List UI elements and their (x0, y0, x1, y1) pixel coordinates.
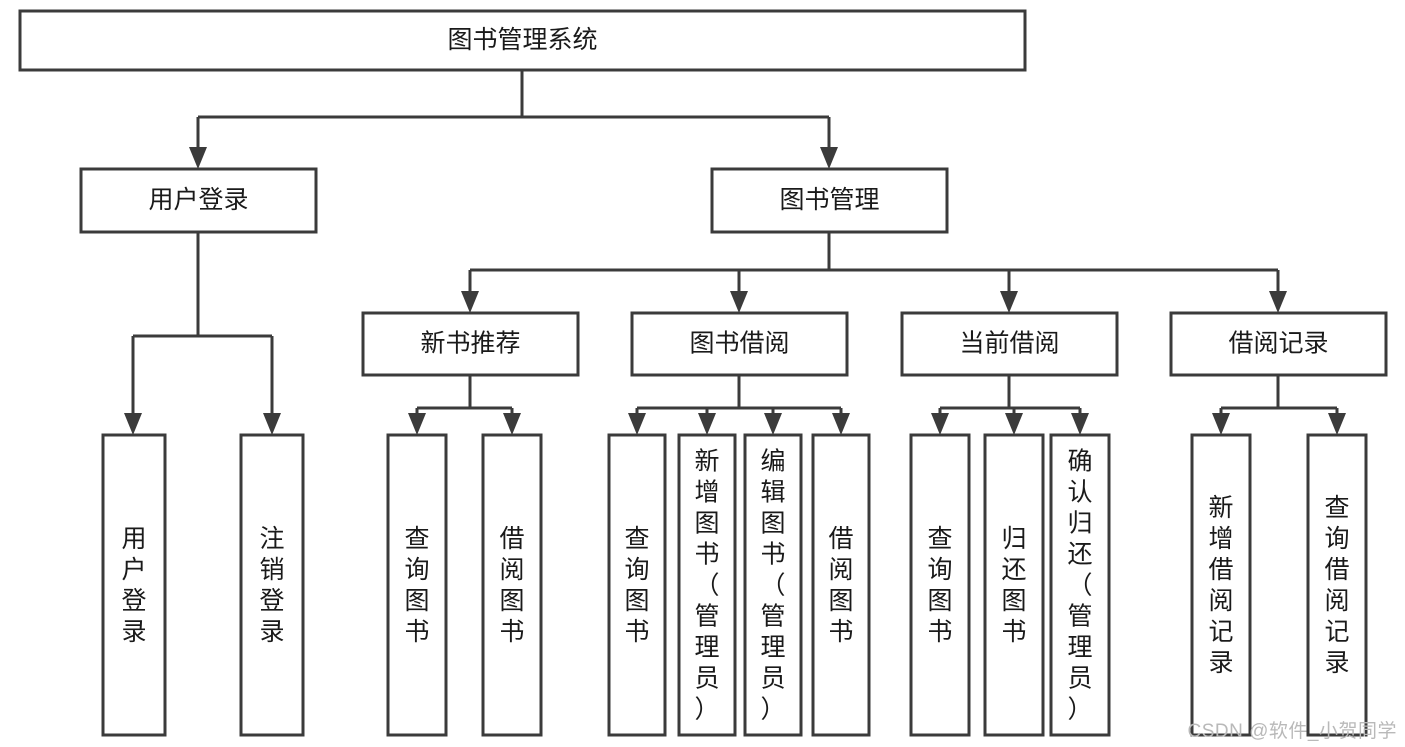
arrow-head-icon (832, 413, 850, 435)
node-label: 新增借阅记录 (1208, 494, 1233, 677)
arrow-head-icon (820, 147, 838, 169)
arrow-head-icon (1000, 291, 1018, 313)
arrow-head-icon (263, 413, 281, 435)
arrow-head-icon (124, 413, 142, 435)
arrow-head-icon (698, 413, 716, 435)
arrow-head-icon (189, 147, 207, 169)
node-leaf-borrow-book-recommend[interactable]: 借阅图书 (481, 433, 543, 737)
node-label: 新增图书（管理员） (694, 448, 719, 724)
node-box[interactable] (607, 433, 667, 737)
node-label: 查询图书 (404, 525, 429, 646)
connectors-layer (124, 70, 1346, 435)
node-label: 确认归还（管理员） (1067, 448, 1092, 724)
node-label: 当前借阅 (959, 330, 1059, 358)
arrow-head-icon (1328, 413, 1346, 435)
node-label: 借阅图书 (499, 525, 524, 646)
node-box[interactable] (1306, 433, 1368, 737)
node-box[interactable] (1049, 433, 1111, 737)
node-label: 借阅记录 (1228, 330, 1328, 358)
node-label: 借阅图书 (828, 525, 853, 646)
node-box[interactable] (811, 433, 871, 737)
arrow-head-icon (461, 291, 479, 313)
node-label: 图书管理 (779, 186, 879, 214)
node-leaf-query-book-recommend[interactable]: 查询图书 (386, 433, 448, 737)
arrow-head-icon (730, 291, 748, 313)
node-label: 归还图书 (1001, 525, 1026, 646)
node-label: 新书推荐 (420, 330, 520, 358)
node-box[interactable] (101, 433, 167, 737)
node-box[interactable] (909, 433, 971, 737)
node-user-login[interactable]: 用户登录 (79, 167, 318, 234)
node-leaf-confirm-return-admin[interactable]: 确认归还（管理员） (1049, 433, 1111, 737)
node-label: 查询图书 (624, 525, 649, 646)
node-leaf-query-borrow-record[interactable]: 查询借阅记录 (1306, 433, 1368, 737)
node-label: 图书借阅 (689, 330, 789, 358)
node-leaf-logout-login[interactable]: 注销登录 (239, 433, 305, 737)
arrow-head-icon (628, 413, 646, 435)
node-box[interactable] (983, 433, 1045, 737)
node-box[interactable] (1190, 433, 1252, 737)
arrow-head-icon (1269, 291, 1287, 313)
node-leaf-user-login[interactable]: 用户登录 (101, 433, 167, 737)
node-borrow-record[interactable]: 借阅记录 (1169, 311, 1388, 377)
nodes-layer: 图书管理系统用户登录图书管理新书推荐图书借阅当前借阅借阅记录用户登录注销登录查询… (18, 9, 1388, 737)
node-box[interactable] (239, 433, 305, 737)
node-current-borrow[interactable]: 当前借阅 (900, 311, 1119, 377)
arrow-head-icon (931, 413, 949, 435)
arrow-head-icon (764, 413, 782, 435)
node-book-management[interactable]: 图书管理 (710, 167, 949, 234)
node-box[interactable] (630, 311, 849, 377)
node-label: 用户登录 (148, 186, 248, 214)
node-box[interactable] (481, 433, 543, 737)
arrow-head-icon (408, 413, 426, 435)
node-book-borrow[interactable]: 图书借阅 (630, 311, 849, 377)
node-box[interactable] (18, 9, 1027, 72)
arrow-head-icon (503, 413, 521, 435)
node-leaf-query-book-borrow[interactable]: 查询图书 (607, 433, 667, 737)
arrow-head-icon (1071, 413, 1089, 435)
node-leaf-add-borrow-record[interactable]: 新增借阅记录 (1190, 433, 1252, 737)
node-label: 注销登录 (259, 525, 284, 646)
node-label: 编辑图书（管理员） (760, 448, 785, 724)
node-leaf-return-book[interactable]: 归还图书 (983, 433, 1045, 737)
node-label: 查询借阅记录 (1324, 494, 1349, 677)
node-leaf-add-book-admin[interactable]: 新增图书（管理员） (677, 433, 737, 737)
node-box[interactable] (743, 433, 803, 737)
node-box[interactable] (79, 167, 318, 234)
node-root[interactable]: 图书管理系统 (18, 9, 1027, 72)
node-box[interactable] (677, 433, 737, 737)
node-label: 图书管理系统 (447, 26, 597, 54)
arrow-head-icon (1212, 413, 1230, 435)
node-box[interactable] (361, 311, 580, 377)
node-box[interactable] (900, 311, 1119, 377)
arrow-head-icon (1005, 413, 1023, 435)
node-new-book-recommend[interactable]: 新书推荐 (361, 311, 580, 377)
node-label: 用户登录 (121, 525, 146, 646)
node-box[interactable] (1169, 311, 1388, 377)
node-leaf-edit-book-admin[interactable]: 编辑图书（管理员） (743, 433, 803, 737)
node-leaf-borrow-book[interactable]: 借阅图书 (811, 433, 871, 737)
node-label: 查询图书 (927, 525, 952, 646)
node-box[interactable] (386, 433, 448, 737)
node-box[interactable] (710, 167, 949, 234)
node-leaf-query-book-current[interactable]: 查询图书 (909, 433, 971, 737)
